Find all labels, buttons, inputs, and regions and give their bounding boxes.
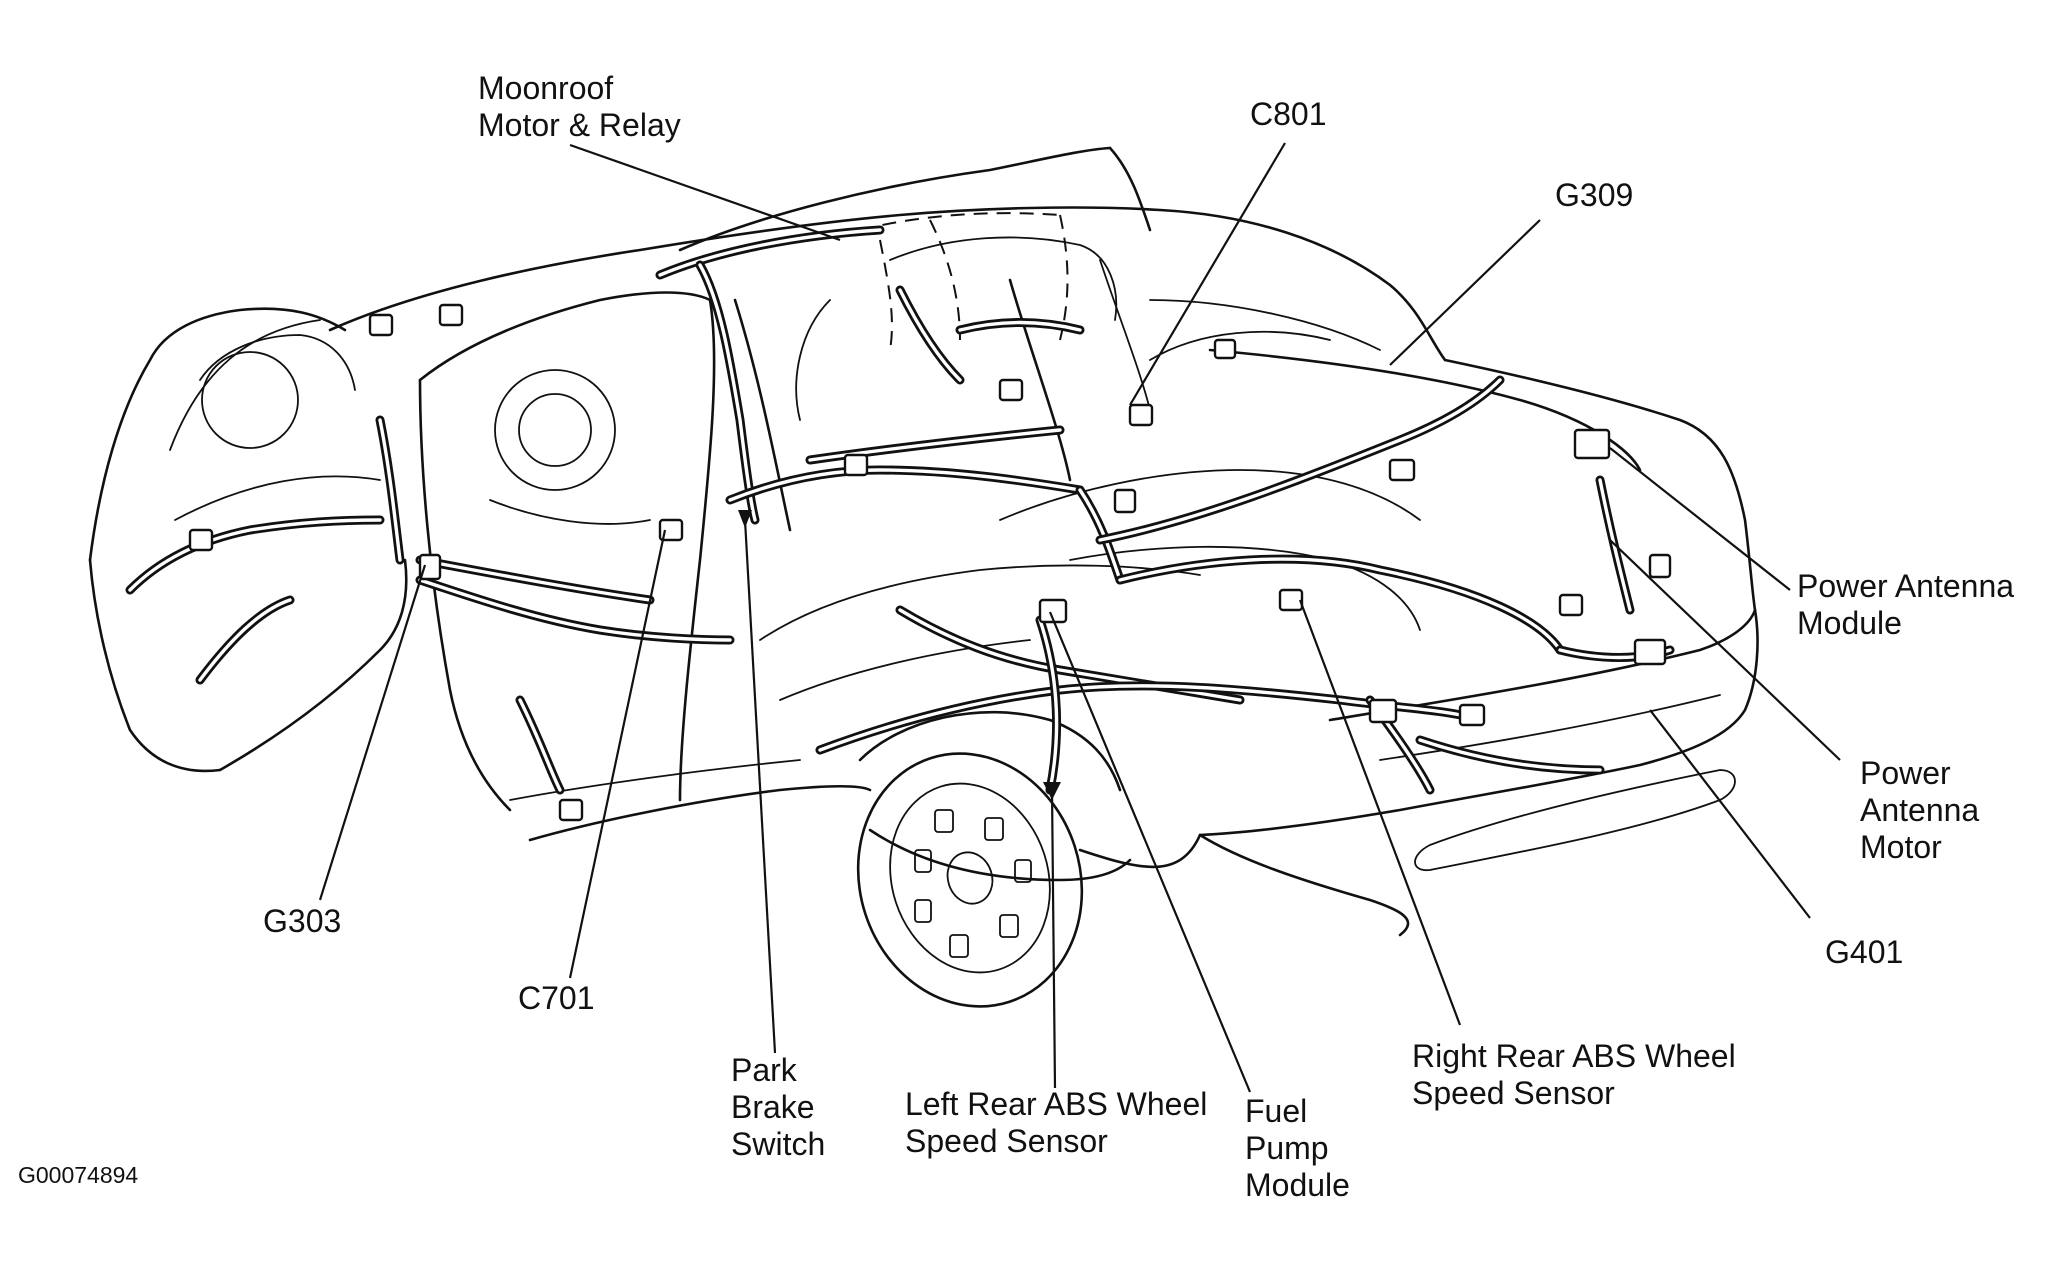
- label-fuel-pump-module: Fuel Pump Module: [1245, 1093, 1350, 1204]
- leader-moonroof: [569, 143, 841, 242]
- leader-c801: [1129, 142, 1286, 406]
- label-line: Speed Sensor: [905, 1123, 1108, 1159]
- leader-c701: [568, 529, 667, 979]
- label-left-rear-abs-sensor: Left Rear ABS Wheel Speed Sensor: [905, 1086, 1207, 1160]
- label-moonroof-motor-relay: Moonroof Motor & Relay: [478, 70, 681, 144]
- label-line: Motor & Relay: [478, 107, 681, 143]
- label-line: G303: [263, 903, 342, 939]
- leader-g401: [1649, 709, 1811, 919]
- label-park-brake-switch: Park Brake Switch: [731, 1052, 825, 1163]
- wiring-harness: [125, 225, 1675, 795]
- label-line: C801: [1250, 96, 1327, 132]
- label-line: Brake: [731, 1089, 815, 1125]
- label-power-antenna-module: Power Antenna Module: [1797, 568, 2014, 642]
- label-g401: G401: [1825, 934, 1903, 971]
- leader-left-rear-abs: [1050, 789, 1057, 1089]
- leader-right-rear-abs: [1298, 599, 1462, 1026]
- label-line: Park: [731, 1052, 797, 1088]
- leader-power-antenna-motor: [1609, 539, 1841, 761]
- label-line: Speed Sensor: [1412, 1075, 1615, 1111]
- label-line: Switch: [731, 1126, 826, 1162]
- leader-fuel-pump: [1048, 611, 1252, 1093]
- label-power-antenna-motor: Power Antenna Motor: [1860, 755, 1979, 866]
- leader-g303: [318, 564, 427, 901]
- leader-park-brake: [743, 519, 777, 1054]
- label-line: Power Antenna: [1797, 568, 2015, 604]
- label-line: C701: [518, 980, 595, 1016]
- label-line: Pump: [1245, 1130, 1329, 1166]
- label-right-rear-abs-sensor: Right Rear ABS Wheel Speed Sensor: [1412, 1038, 1736, 1112]
- label-line: G401: [1825, 934, 1904, 970]
- figure-id: G00074894: [18, 1162, 139, 1188]
- leader-lines: [318, 142, 1841, 1093]
- label-line: Left Rear ABS Wheel: [905, 1086, 1208, 1122]
- car-body-outline: [88, 146, 1759, 1008]
- label-line: Module: [1797, 605, 1902, 641]
- label-line: Fuel: [1245, 1093, 1308, 1129]
- label-c801: C801: [1250, 96, 1327, 133]
- label-line: Motor: [1860, 829, 1942, 865]
- label-line: Power: [1860, 755, 1951, 791]
- leader-g309: [1389, 219, 1541, 366]
- label-g309: G309: [1555, 177, 1633, 214]
- label-line: Antenna: [1860, 792, 1980, 828]
- label-c701: C701: [518, 980, 595, 1017]
- label-line: Moonroof: [478, 70, 614, 106]
- leader-power-antenna-module: [1609, 447, 1791, 591]
- label-g303: G303: [263, 903, 341, 940]
- label-line: G309: [1555, 177, 1634, 213]
- label-line: Module: [1245, 1167, 1350, 1203]
- label-line: Right Rear ABS Wheel: [1412, 1038, 1736, 1074]
